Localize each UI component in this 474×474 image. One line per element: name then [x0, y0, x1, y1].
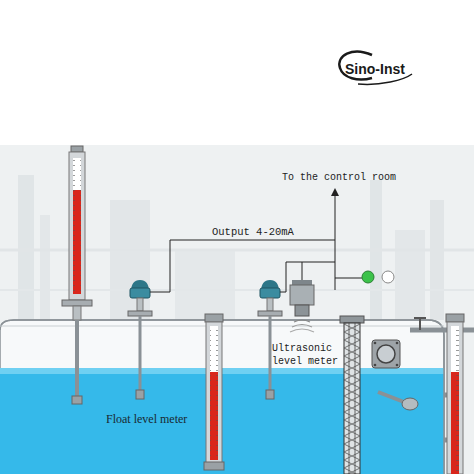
signal-wire: [280, 262, 335, 292]
sight-window: [396, 342, 399, 345]
level-transmitter: [260, 288, 280, 298]
signal-wire: [150, 192, 362, 292]
level-transmitter: [130, 288, 150, 298]
sight-window: [374, 364, 377, 367]
side-magnetic-gauge: [210, 326, 218, 460]
indicator-lamp: [362, 271, 374, 283]
internal-float: [378, 392, 404, 402]
internal-float: [378, 392, 418, 410]
horizontal-tank: [0, 320, 444, 474]
level-transmitter: [258, 280, 282, 399]
level-transmitter: [258, 311, 282, 316]
top-float-gauge: [73, 306, 81, 320]
top-float-gauge: [62, 300, 92, 306]
sight-window: [374, 342, 377, 345]
top-float-gauge: [75, 320, 79, 400]
plant-background: [395, 230, 425, 320]
ultrasonic-meter: [290, 280, 314, 332]
ultrasonic-meter: [294, 320, 310, 322]
glass-level-gauge: [340, 316, 364, 323]
glass-level-gauge: [344, 323, 360, 474]
level-transmitter: [136, 390, 144, 399]
signal-wire: [335, 278, 362, 279]
horizontal-tank: [0, 320, 444, 474]
level-transmitter: [137, 298, 143, 311]
indicator-lamp: [362, 271, 394, 283]
top-float-gauge: [73, 158, 81, 294]
level-transmitter: [139, 316, 142, 395]
signal-destination: To the control room: [282, 172, 412, 184]
signal-wire: [335, 192, 336, 290]
level-transmitter: [128, 280, 152, 399]
ultrasonic-meter: [295, 305, 309, 316]
sight-window: [372, 340, 400, 368]
side-magnetic-gauge: [204, 314, 224, 470]
side-magnetic-gauge: [204, 462, 224, 470]
ultrasonic-meter: [290, 285, 314, 305]
sight-window: [377, 345, 395, 363]
sight-window: [372, 340, 400, 368]
right-magnetic-gauge: [451, 326, 459, 474]
side-magnetic-gauge: [205, 314, 223, 322]
level-transmitter: [128, 311, 152, 316]
indicator-lamp: [382, 271, 394, 283]
level-transmitter: [267, 298, 273, 311]
top-float-gauge: [62, 146, 92, 404]
internal-float: [402, 398, 418, 410]
glass-level-gauge: [340, 316, 364, 474]
signal-wire: [150, 240, 335, 292]
top-float-gauge: [69, 152, 85, 300]
right-piping: [414, 317, 426, 319]
plant-background: [175, 250, 235, 320]
signal-label: Output 4-20mA: [212, 226, 312, 238]
right-magnetic-gauge: [446, 314, 464, 474]
right-magnetic-gauge: [446, 314, 464, 322]
top-float-gauge: [71, 146, 83, 152]
plant-background: [110, 200, 150, 320]
plant-background: [0, 145, 474, 474]
glass-level-gauge: [344, 323, 360, 474]
instrument-label: Float level meter: [106, 412, 206, 426]
brand-logo: Sino-Inst: [345, 61, 425, 77]
ultrasonic-meter: [290, 329, 314, 332]
top-float-gauge: [72, 396, 82, 404]
right-magnetic-gauge: [447, 322, 463, 474]
side-magnetic-gauge: [210, 326, 218, 460]
right-piping: [410, 318, 474, 440]
level-transmitter: [266, 390, 274, 399]
ultrasonic-meter: [292, 280, 312, 285]
plant-background: [40, 215, 50, 325]
right-magnetic-gauge: [451, 326, 459, 474]
sight-window: [396, 364, 399, 367]
ultrasonic-meter: [292, 325, 312, 328]
signal-wire: [302, 262, 303, 280]
top-float-gauge: [73, 158, 81, 294]
plant-background: [0, 145, 474, 474]
horizontal-tank: [0, 320, 444, 474]
side-magnetic-gauge: [206, 322, 222, 464]
right-piping: [419, 318, 421, 330]
level-transmitter: [269, 316, 272, 395]
plant-background: [430, 200, 444, 320]
glass-level-gauge: [355, 323, 356, 474]
glass-level-gauge: [349, 323, 350, 474]
instrument-label: Ultrasonic level meter: [272, 342, 350, 368]
